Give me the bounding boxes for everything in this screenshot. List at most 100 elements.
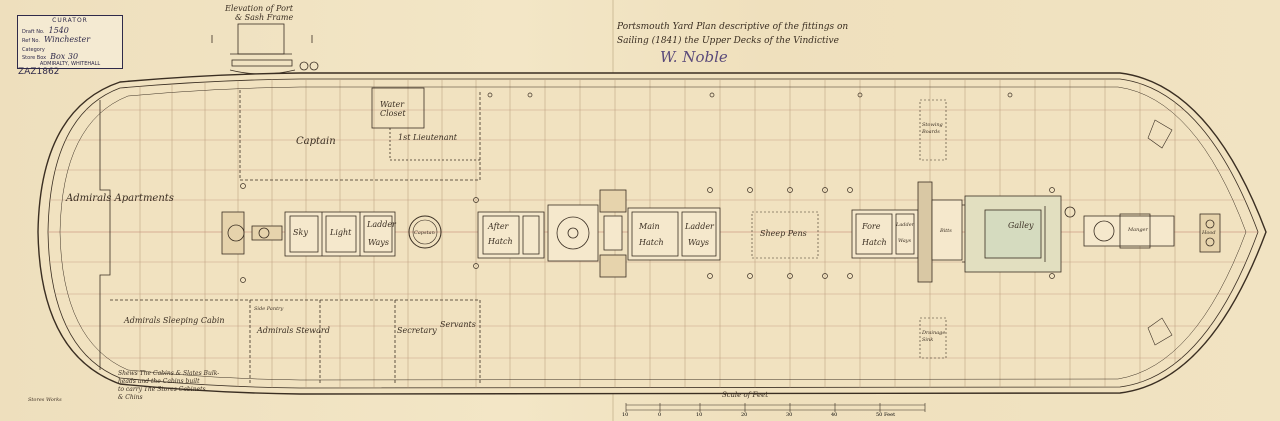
main-ladder-ways — [681, 211, 717, 257]
wheel-hub-icon — [258, 227, 270, 239]
label-side-pantry: Side Pantry — [254, 306, 284, 312]
after-hatch-frame — [477, 211, 545, 259]
label-captain: Captain — [296, 136, 336, 147]
wheel-assembly — [221, 211, 283, 255]
stamp-row: Ref No.Winchester — [22, 35, 91, 44]
stamp-row: Category — [22, 47, 45, 53]
stamp-title: CURATOR — [52, 17, 88, 24]
label-after-ladder: Ladder — [367, 220, 396, 229]
stern-bulkhead — [99, 100, 111, 370]
sheep-pens-outline — [751, 211, 819, 259]
main-hatch-frame — [627, 207, 721, 261]
label-stern-hood: Hood — [1202, 230, 1216, 236]
label-admirals-steward: Admirals Steward — [257, 326, 330, 335]
port-frame — [237, 23, 285, 55]
capstan — [408, 215, 442, 249]
main-hatch-cover — [631, 211, 679, 257]
bitt-post — [603, 215, 623, 251]
label-manger: Manger — [1128, 227, 1148, 233]
port-elevation-detail — [211, 23, 319, 75]
bow-hook-bracket — [1147, 317, 1173, 346]
ring-bolt-icon — [299, 61, 309, 71]
stowing-boards-locker — [919, 99, 947, 161]
eye-bolts — [240, 92, 1055, 283]
signature: W. Noble — [660, 48, 728, 66]
fore-bitts-bar — [917, 181, 933, 283]
cabin-bulkheads — [99, 87, 481, 385]
scale-label: Scale of Feet — [722, 391, 769, 399]
after-ladder-hatch — [289, 215, 319, 253]
fore-hatch-frame — [851, 209, 919, 259]
scale-tick: 10 — [622, 412, 629, 418]
label-galley: Galley — [1008, 221, 1034, 230]
label-fore-ladder: Ladder — [896, 222, 915, 228]
bow-capstan-icon — [1093, 220, 1115, 242]
pump-block — [599, 189, 627, 213]
margin-note: Stores Works — [28, 397, 62, 403]
scale-tick: 40 — [831, 412, 838, 418]
capstan-outer-icon — [408, 215, 442, 249]
after-hatch-cover — [482, 215, 520, 255]
water-closet-outline — [371, 87, 425, 129]
scale-tick: 10 — [696, 412, 703, 418]
mast-centre-icon — [567, 227, 579, 239]
after-hatch-side — [522, 215, 540, 255]
label-main-ladder: Ladder — [685, 222, 714, 231]
label-drainage: Drainage Sink — [922, 330, 946, 343]
label-servants: Servants — [440, 320, 476, 329]
label-admirals-sleeping-cabin: Admirals Sleeping Cabin — [124, 316, 225, 325]
tiller — [251, 225, 283, 241]
davit-icon — [1064, 206, 1076, 218]
after-hatch-group — [477, 211, 545, 259]
main-mast-icon — [556, 216, 590, 250]
scale-tick: 0 — [658, 412, 662, 418]
label-light: Light — [330, 228, 352, 237]
capstan-inner-icon — [412, 219, 438, 245]
main-mast-group — [547, 189, 627, 278]
label-secretary: Secretary — [397, 326, 437, 335]
label-main-hatch-1: Main — [639, 222, 660, 231]
sweep-frame — [231, 59, 293, 67]
main-hatch-group — [627, 207, 721, 261]
manger-frame — [1119, 213, 1151, 249]
label-after-hatch-2: Hatch — [488, 237, 513, 246]
label-main-hatch-2: Hatch — [639, 238, 664, 247]
galley-group — [964, 195, 1062, 273]
bow-hook-bracket — [1147, 119, 1173, 149]
mast-partners — [547, 204, 599, 262]
label-fore-hatch-2: Hatch — [862, 238, 887, 247]
galley-stove — [984, 209, 1042, 259]
label-fore-hatch-1: Fore — [862, 222, 881, 231]
rudder-head — [221, 211, 245, 255]
stem-block — [1199, 213, 1221, 253]
after-skylight-frame — [284, 211, 396, 257]
scale-tick: 30 — [786, 412, 793, 418]
scale-tick: 20 — [741, 412, 748, 418]
label-fore-ladder-ways: Ways — [898, 238, 912, 244]
bow-lockers — [919, 99, 1173, 359]
waterway-line — [59, 86, 1247, 381]
fore-bitts-group — [917, 181, 990, 283]
plan-title-line-1: Portsmouth Yard Plan descriptive of the … — [617, 22, 849, 32]
pump-block — [599, 254, 627, 278]
label-sheep-pens: Sheep Pens — [760, 229, 807, 238]
after-cabin-bulkhead — [110, 299, 481, 385]
footnote: Shews The Cabins & Slates Bulk- heads an… — [118, 370, 220, 401]
captain-cabin-bulkhead — [239, 90, 481, 181]
hawse-hole-icon — [1205, 237, 1215, 247]
label-water-closet: Water Closet — [380, 100, 406, 118]
label-capstan: Capstan — [414, 230, 435, 236]
curator-stamp: CURATOR Draft No.1540 Ref No.Winchester … — [17, 15, 123, 69]
bow-fittings — [1064, 206, 1221, 253]
label-skylight: Sky — [293, 228, 308, 237]
lieutenant-cabin-bulkhead — [389, 128, 480, 161]
label-stowing-boards: Stowing Boards — [922, 122, 943, 135]
label-main-ladder-ways: Ways — [688, 238, 709, 247]
plan-title-line-2: Sailing (1841) the Upper Decks of the Vi… — [617, 36, 839, 46]
label-admirals-apartments: Admirals Apartments — [66, 193, 174, 204]
ladder-ways-hatch — [363, 215, 393, 253]
fore-ladder-ways — [895, 213, 915, 255]
hawse-hole-icon — [1205, 219, 1215, 229]
